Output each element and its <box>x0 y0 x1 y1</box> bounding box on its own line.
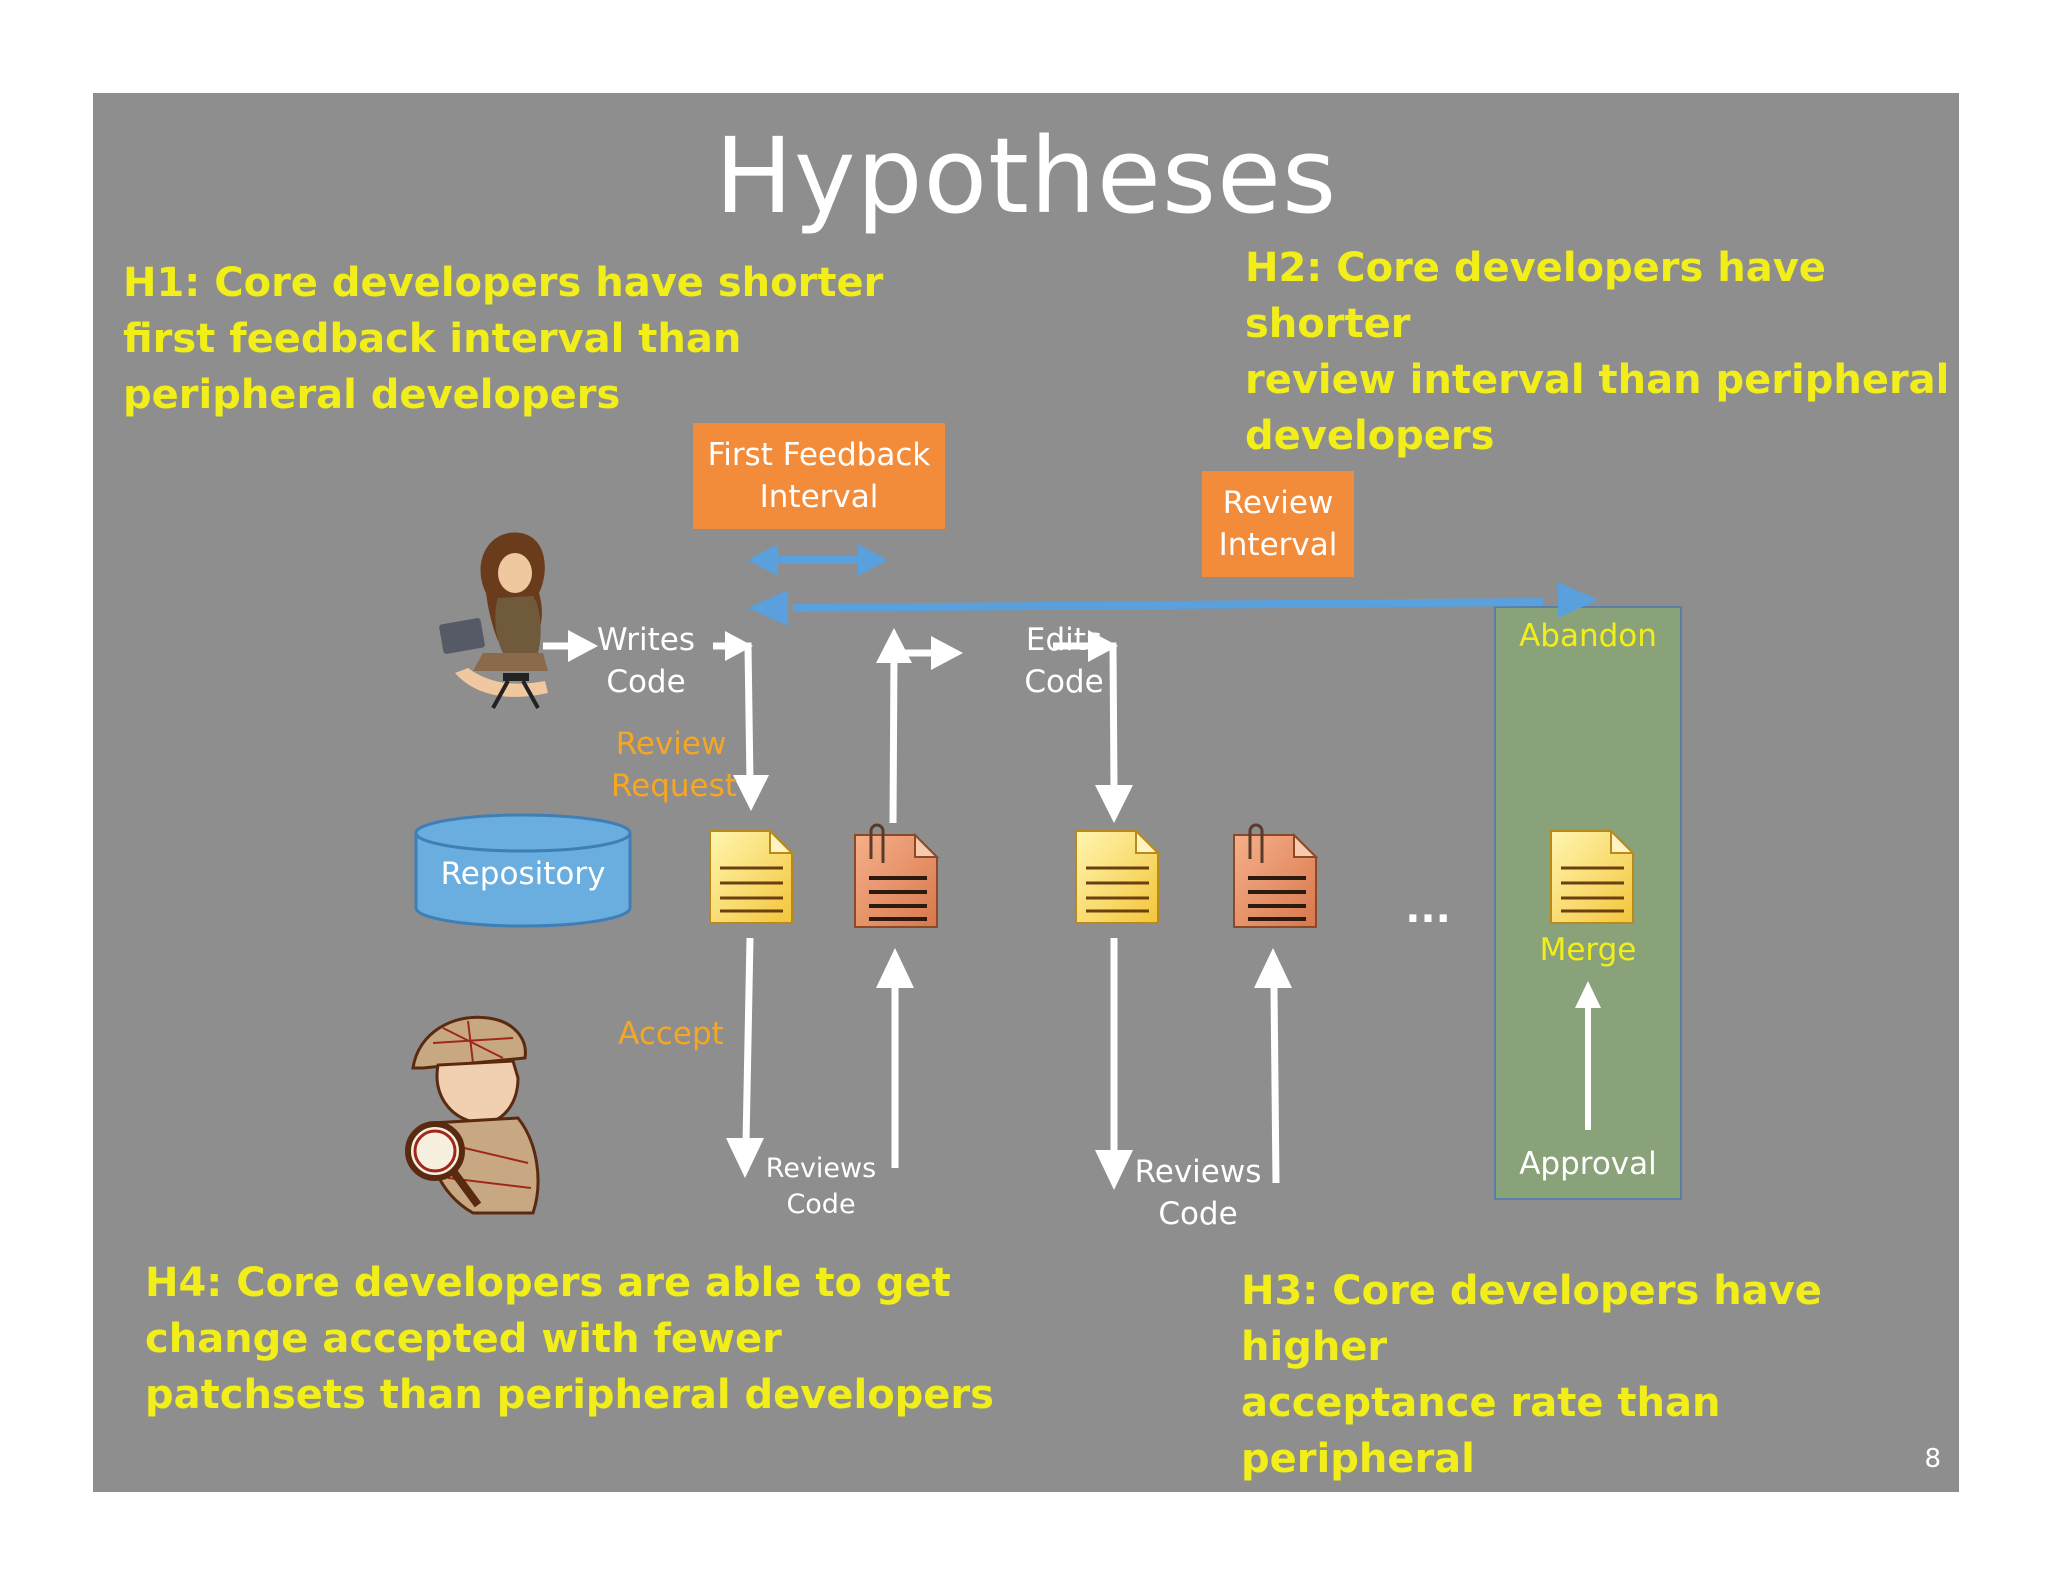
edits-code-label: Edits Code <box>1009 619 1119 703</box>
slide-title: Hypotheses <box>714 115 1338 237</box>
reviews-code-label: Reviews Code <box>1133 1151 1263 1235</box>
page-number: 8 <box>1924 1444 1941 1474</box>
review-interval-line: Interval <box>1218 527 1338 563</box>
hypothesis-h1: H1: Core developers have shorter first f… <box>123 255 883 423</box>
arrow-reviews-code-to-review-2 <box>1270 987 1280 1184</box>
hypothesis-h1-line: first feedback interval than <box>123 316 742 362</box>
slide: Hypotheses H1: Core developers have shor… <box>93 93 1959 1492</box>
review-interval-line: Review <box>1222 485 1334 521</box>
accept-label: Accept <box>618 1016 724 1052</box>
repository-icon <box>414 813 632 928</box>
hypothesis-h4-line: patchsets than peripheral developers <box>145 1372 994 1418</box>
arrow-to-edits-code-head <box>931 636 963 670</box>
review-request-label-line: Review <box>615 726 727 762</box>
hypothesis-h2-line: H2: Core developers have shorter <box>1245 245 1826 347</box>
arrow-developer-to-writes-code-head <box>568 630 598 662</box>
arrow-review-to-edits-code <box>889 649 943 824</box>
reviews-code-label-line: Reviews <box>765 1153 877 1184</box>
flow-arrows <box>543 628 1601 1190</box>
review-request-label-line: Request <box>611 768 737 804</box>
repository-label: Repository <box>440 856 606 892</box>
hypothesis-h4-line: change accepted with fewer <box>145 1316 782 1362</box>
edits-code-label-line: Code <box>1024 664 1104 700</box>
developer-icon <box>439 532 548 709</box>
hypothesis-h2-line: review interval than peripheral <box>1245 357 1950 403</box>
workflow-diagram <box>405 532 1636 1215</box>
arrow-review-up-head <box>876 628 912 663</box>
arrow-patch-to-reviews-code-1-head <box>726 1138 764 1178</box>
first-feedback-interval-arrow <box>748 544 888 576</box>
hypothesis-h3: H3: Core developers have higher acceptan… <box>1241 1263 1959 1492</box>
writes-code-label-line: Writes <box>597 622 695 658</box>
patch-document-icon <box>1075 828 1161 924</box>
first-feedback-interval-box: First Feedback Interval <box>693 423 945 529</box>
reviewer-icon <box>405 1015 540 1215</box>
hypothesis-h4: H4: Core developers are able to get chan… <box>145 1255 994 1423</box>
edits-code-label-line: Edits <box>1025 622 1103 658</box>
hypothesis-h4-line: H4: Core developers are able to get <box>145 1260 951 1306</box>
approval-label: Approval <box>1519 1146 1657 1182</box>
arrow-approval-to-merge-head <box>1575 981 1601 1008</box>
patch-document-icon <box>709 828 795 924</box>
hypothesis-h2-line: developers <box>1245 413 1495 459</box>
first-feedback-interval-line: First Feedback <box>707 437 931 473</box>
writes-code-label: Writes Code <box>591 619 701 703</box>
arrow-edits-code-to-patch-head <box>1095 785 1133 823</box>
arrow-patch-to-reviews-code-1 <box>742 937 754 1144</box>
hypothesis-h1-line: peripheral developers <box>123 372 621 418</box>
reviews-code-label-line: Reviews <box>1134 1154 1262 1190</box>
review-interval-arrow <box>748 582 1598 626</box>
review-document-icon <box>1233 823 1319 928</box>
arrow-writes-code-to-patch-head <box>733 775 769 811</box>
reviews-code-label-line: Code <box>786 1189 856 1220</box>
hypothesis-h3-line: acceptance rate than peripheral <box>1241 1380 1721 1482</box>
first-feedback-interval-line: Interval <box>759 479 879 515</box>
arrow-reviews-code-to-review-1-head <box>876 948 914 988</box>
merge-label: Merge <box>1539 932 1637 968</box>
hypothesis-h1-line: H1: Core developers have shorter <box>123 260 884 306</box>
reviews-code-label-line: Code <box>1158 1196 1238 1232</box>
ellipsis-label: ... <box>1405 886 1451 932</box>
review-request-label: Review Request <box>611 723 737 807</box>
reviews-code-label: Reviews Code <box>761 1151 881 1223</box>
writes-code-label-line: Code <box>606 664 686 700</box>
arrow-patch-to-reviews-code-2-head <box>1095 1150 1133 1190</box>
hypothesis-h2: H2: Core developers have shorter review … <box>1245 240 1959 464</box>
hypothesis-h3-line: H3: Core developers have higher <box>1241 1268 1822 1370</box>
arrow-edits-code-corner-head <box>1088 630 1118 662</box>
patch-document-icon <box>1550 828 1636 924</box>
arrow-reviews-code-to-review-2-head <box>1254 948 1292 988</box>
review-interval-box: Review Interval <box>1202 471 1354 577</box>
abandon-label: Abandon <box>1519 618 1657 654</box>
review-document-icon <box>854 823 940 928</box>
arrow-writes-code-corner-head <box>725 631 753 661</box>
